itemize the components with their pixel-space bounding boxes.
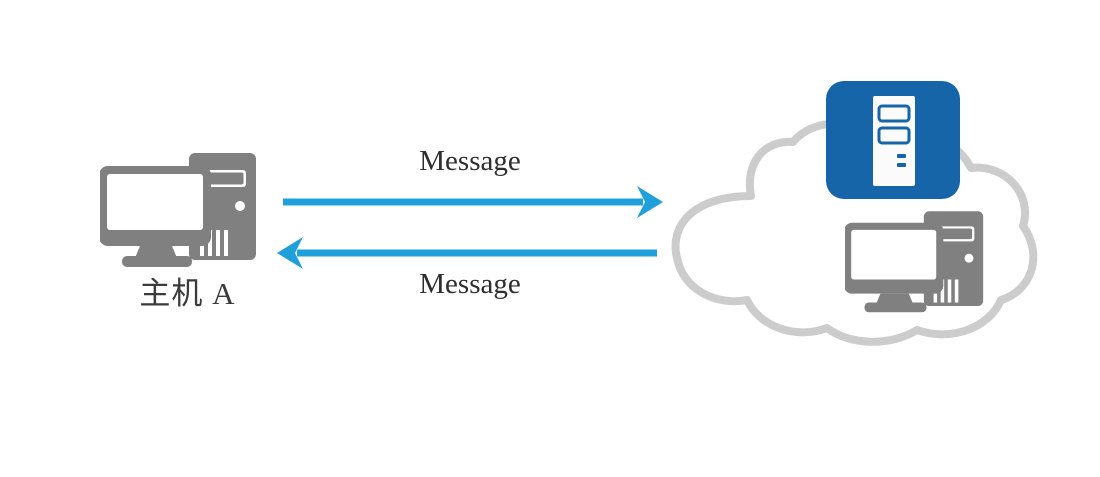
network-cloud-node[interactable]	[655, 78, 1050, 348]
inbound-message-arrow	[277, 237, 657, 269]
arrows-svg	[277, 186, 663, 269]
host-a-label: 主机 A	[139, 276, 236, 311]
desktop-computer-icon	[845, 211, 984, 313]
desktop-computer-icon	[100, 153, 256, 267]
message-arrows: Message Message	[265, 145, 675, 300]
inbound-message-label: Message	[419, 268, 521, 300]
host-a-node[interactable]: 主机 A	[100, 148, 275, 323]
server-icon[interactable]	[823, 78, 963, 203]
outbound-message-arrow	[283, 186, 663, 218]
outbound-message-label: Message	[419, 145, 521, 177]
